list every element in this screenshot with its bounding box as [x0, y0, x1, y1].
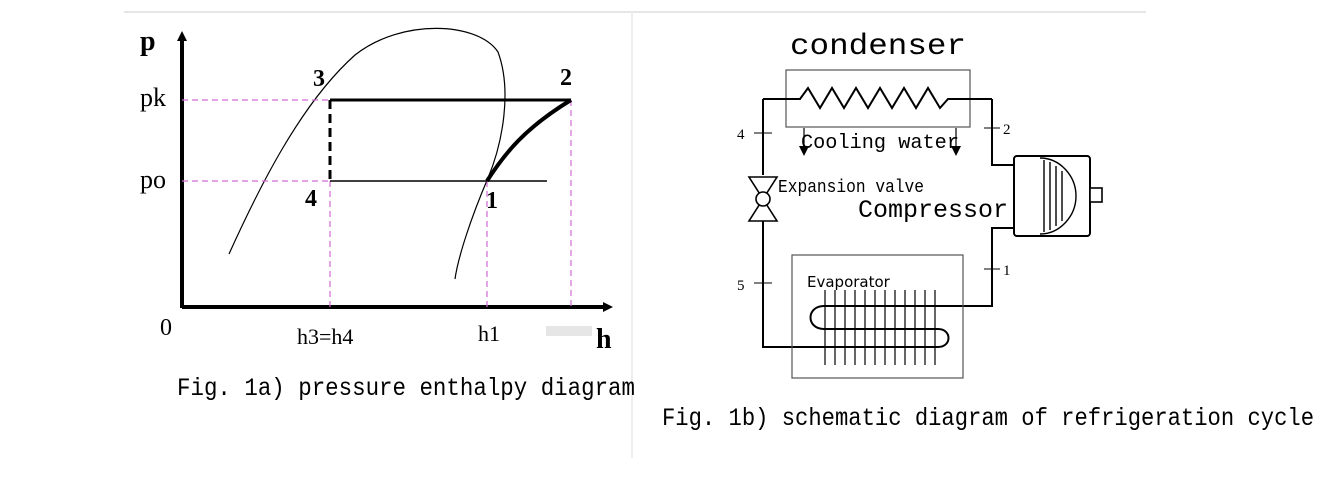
saturation-dome	[228, 27, 506, 280]
po-label: po	[140, 165, 166, 194]
refrigeration-cycle-schematic: condenser Cooling water Expansion valve …	[662, 30, 1314, 433]
pipe-right-upper	[991, 99, 1014, 166]
pipe-left-lower	[762, 221, 833, 348]
caption-1a: Fig. 1a) pressure enthalpy diagram	[177, 374, 635, 403]
pipe-right-lower	[948, 227, 1014, 307]
origin-label: 0	[160, 315, 172, 341]
node-4-label: 4	[737, 127, 745, 143]
point-2-label: 2	[560, 65, 572, 91]
pressure-enthalpy-diagram: p pk po 3 2 4 1 0 h3=h4 h1 h Fig. 1a) pr…	[140, 26, 635, 403]
evaporator-box	[791, 254, 964, 379]
smudge-mark	[546, 326, 592, 336]
pk-label: pk	[140, 83, 166, 112]
compressor-label: Compressor	[858, 196, 1008, 225]
node-2-label: 2	[1003, 122, 1011, 138]
compressor-icon	[1013, 155, 1103, 237]
h34-label: h3=h4	[297, 324, 353, 349]
node-5-label: 5	[737, 278, 745, 294]
point-3-label: 3	[313, 66, 325, 92]
compression-line-1-2	[485, 98, 573, 183]
point-4-label: 4	[305, 186, 317, 212]
caption-1b: Fig. 1b) schematic diagram of refrigerat…	[662, 404, 1314, 433]
h1-label: h1	[478, 321, 500, 346]
h-axis-label: h	[596, 324, 612, 355]
expansion-valve-bulb	[755, 191, 771, 207]
condenser-label: condenser	[790, 30, 966, 64]
expansion-valve-label: Expansion valve	[778, 178, 924, 198]
condenser-coil	[763, 86, 992, 110]
node-1-label: 1	[1003, 263, 1011, 279]
point-1-label: 1	[486, 188, 498, 214]
cooling-water-out-arrowhead	[951, 146, 961, 156]
cooling-water-in-arrowhead	[799, 146, 809, 156]
evaporator-coil	[809, 305, 950, 348]
evaporator-label: Evaporator	[807, 273, 891, 291]
cooling-water-label: Cooling water	[801, 132, 959, 155]
p-axis-label: p	[140, 26, 156, 57]
evaporator-fins	[824, 290, 936, 365]
